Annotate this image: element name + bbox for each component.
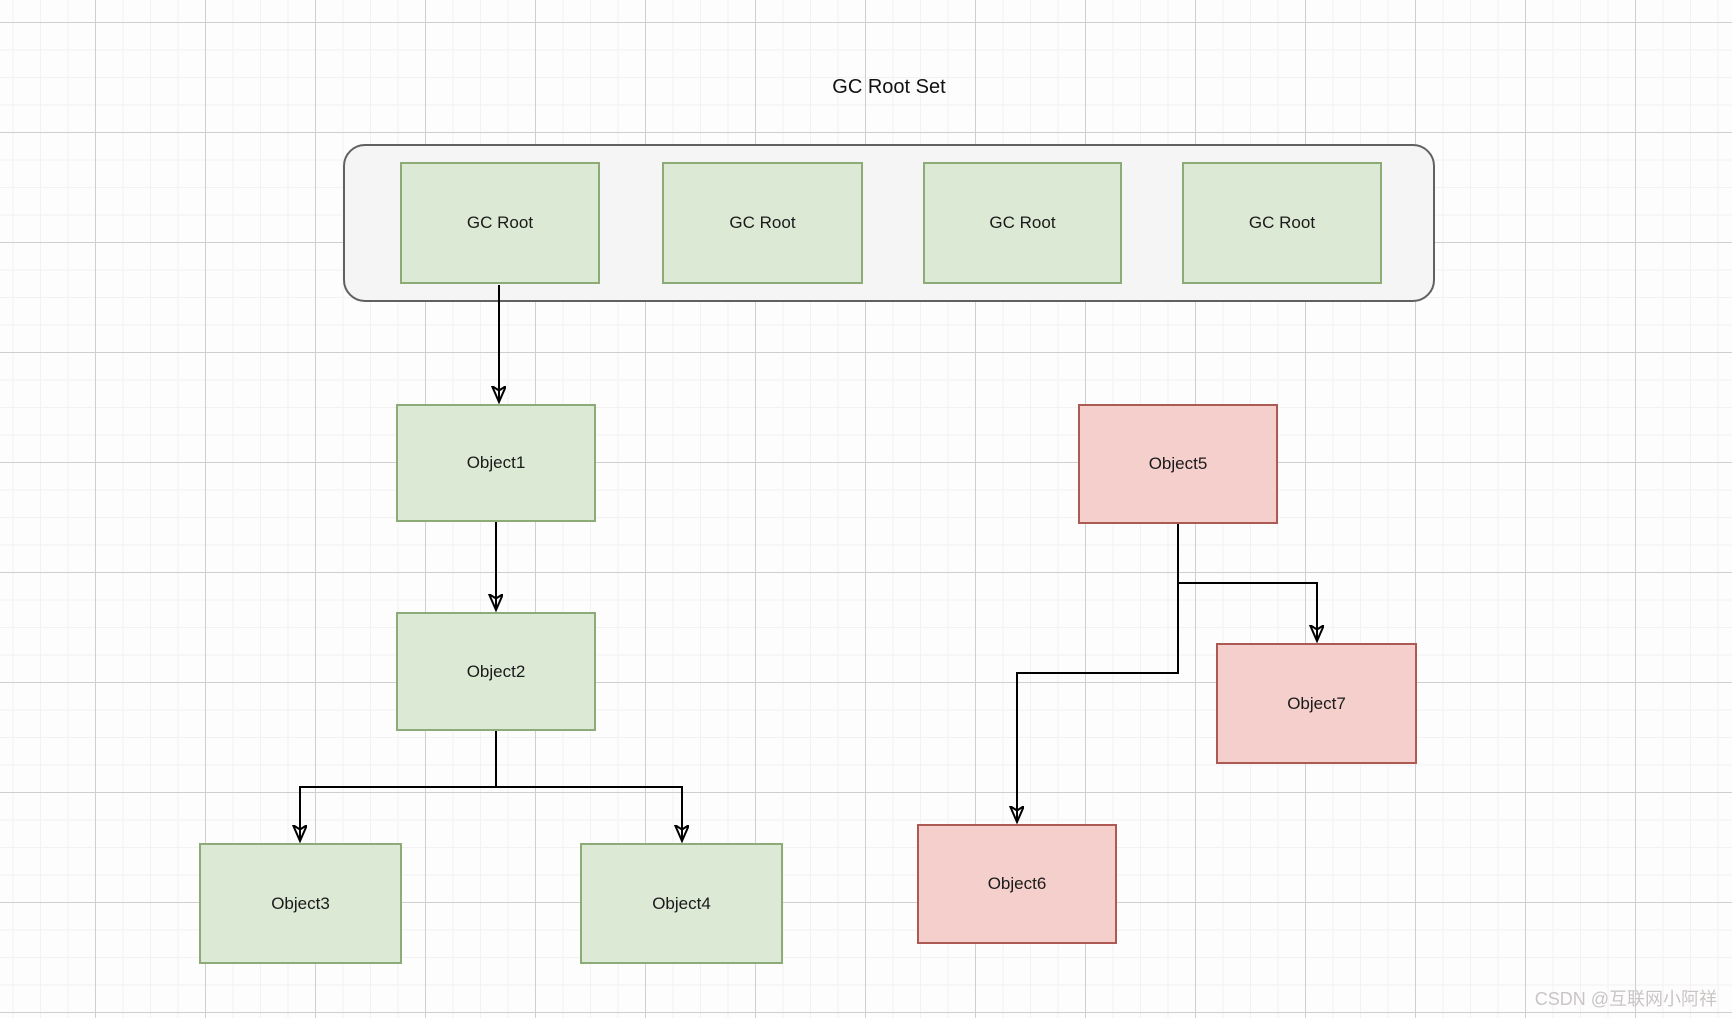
edge-object2-object3	[300, 731, 497, 840]
node-gc-root-3: GC Root	[923, 162, 1122, 284]
edge-object5-object7	[1177, 524, 1317, 640]
node-label: GC Root	[1248, 213, 1316, 232]
node-label: Object2	[466, 661, 526, 681]
node-label: GC Root	[466, 213, 534, 232]
edge-object2-object4	[495, 731, 682, 840]
node-gc-root-2: GC Root	[662, 162, 863, 284]
node-label: Object3	[271, 893, 330, 913]
node-object6: Object6	[917, 824, 1117, 944]
node-object5: Object5	[1078, 404, 1278, 524]
diagram-title: GC Root Set	[832, 76, 946, 98]
node-label: GC Root	[729, 213, 796, 232]
node-label: Object4	[652, 893, 711, 913]
edge-object5-object6	[1017, 524, 1179, 821]
node-object2: Object2	[396, 612, 596, 731]
node-label: Object6	[987, 874, 1047, 893]
node-gc-root-4: GC Root	[1182, 162, 1382, 284]
node-object1: Object1	[396, 404, 596, 522]
node-label: GC Root	[989, 213, 1056, 232]
node-label: Object7	[1287, 693, 1346, 713]
node-object3: Object3	[199, 843, 402, 964]
node-label: Object1	[466, 453, 526, 472]
node-object7: Object7	[1216, 643, 1417, 764]
node-label: Object5	[1148, 454, 1208, 473]
node-object4: Object4	[580, 843, 783, 964]
watermark: CSDN @互联网小阿祥	[1534, 989, 1717, 1009]
node-gc-root-1: GC Root	[400, 162, 600, 284]
